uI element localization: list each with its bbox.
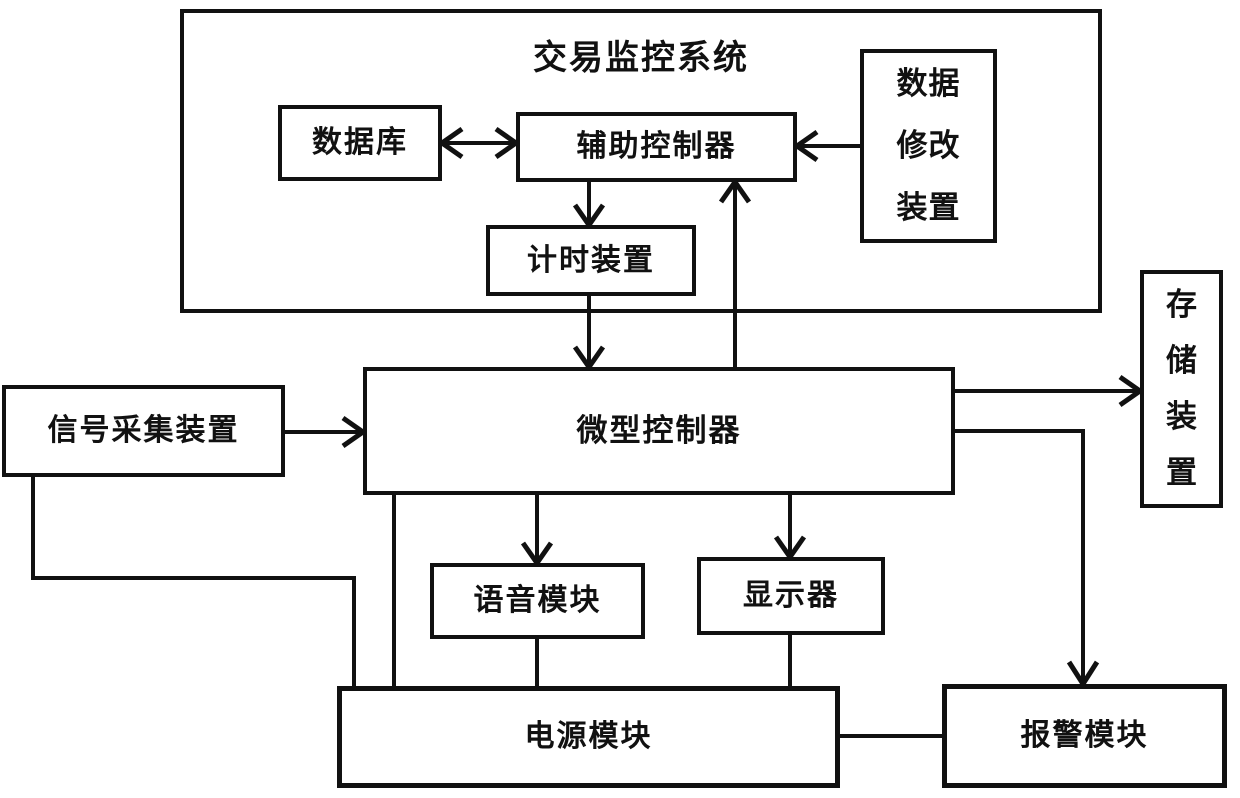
node-database: 数据库: [278, 105, 442, 181]
node-data-modification-device: 数据修改装置: [860, 49, 997, 243]
node-display-label: 显示器: [743, 579, 839, 612]
node-alarm-module: 报警模块: [942, 684, 1227, 788]
arrowhead-micro-aux: [718, 177, 752, 204]
node-voice-module: 语音模块: [430, 563, 645, 639]
node-data-modification-device-label: 数据修改装置: [896, 66, 961, 225]
node-signal-acquisition-device-label: 信号采集装置: [47, 414, 240, 447]
arrowhead-datamod-aux: [792, 129, 819, 163]
node-timing-device-label: 计时装置: [527, 243, 655, 277]
connector-signal-power: [31, 477, 356, 686]
system-box-title: 交易监控系统: [533, 39, 749, 77]
node-microcontroller: 微型控制器: [363, 367, 955, 495]
transaction-monitoring-system-box: 交易监控系统: [180, 9, 1102, 313]
node-power-module-label: 电源模块: [524, 720, 653, 753]
node-signal-acquisition-device: 信号采集装置: [2, 385, 285, 477]
connector-micro-alarm: [955, 429, 1085, 680]
node-display: 显示器: [697, 557, 885, 635]
node-storage-device: 存储装置: [1140, 270, 1223, 508]
node-storage-device-label: 存储装置: [1166, 287, 1197, 490]
node-auxiliary-controller-label: 辅助控制器: [576, 130, 737, 163]
node-alarm-module-label: 报警模块: [1020, 719, 1149, 752]
node-auxiliary-controller: 辅助控制器: [516, 112, 797, 182]
arrowhead-left-database: [437, 126, 464, 160]
node-microcontroller-label: 微型控制器: [576, 413, 742, 449]
node-timing-device: 计时装置: [486, 225, 696, 296]
node-voice-module-label: 语音模块: [473, 584, 602, 617]
node-database-label: 数据库: [312, 126, 408, 159]
node-power-module: 电源模块: [337, 686, 840, 788]
